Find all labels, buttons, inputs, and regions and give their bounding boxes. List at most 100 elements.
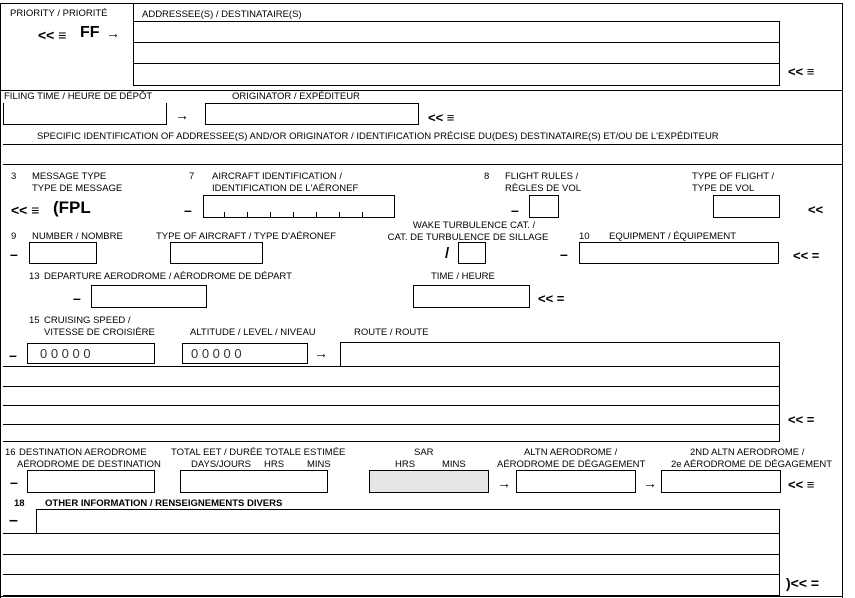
item10-number: 10: [579, 231, 590, 242]
item7-dash: –: [184, 202, 192, 218]
altn-line2: AÉRODROME DE DÉGAGEMENT: [497, 459, 646, 470]
route-field-first[interactable]: [340, 342, 780, 367]
type-of-flight-line2: TYPE DE VOL: [692, 183, 755, 194]
originator-label: ORIGINATOR / EXPÉDITEUR: [232, 91, 360, 102]
addressees-field[interactable]: [133, 21, 780, 86]
addressee-line-1: [134, 42, 779, 43]
altn2nd-line1: 2ND ALTN AERODROME /: [690, 447, 805, 458]
sar-mins: MINS: [442, 459, 466, 470]
level-field[interactable]: 0 0 0 0 0: [182, 343, 308, 364]
item7-line2: IDENTIFICATION DE L'AÉRONEF: [212, 183, 359, 194]
originator-end: << ≡: [428, 110, 455, 125]
number-field[interactable]: [29, 242, 97, 264]
other-info-line-2: [3, 574, 779, 575]
item9-number: 9: [11, 231, 17, 242]
item3-number: 3: [11, 171, 17, 182]
item15-end: << =: [788, 412, 815, 427]
item13-number: 13: [29, 271, 40, 282]
route-line-3: [3, 424, 779, 425]
departure-label: DEPARTURE AERODROME / AÉRODROME DE DÉPAR…: [44, 271, 292, 282]
route-label: ROUTE / ROUTE: [354, 327, 429, 338]
type-of-flight-field[interactable]: [713, 195, 780, 218]
item16-dash: –: [10, 474, 18, 490]
cruising-line2: VITESSE DE CROISIÈRE: [44, 327, 155, 338]
altn2nd-line2: 2e AÉRODROME DE DÉGAGEMENT: [671, 459, 833, 470]
other-info-field-first[interactable]: [36, 509, 780, 534]
type-of-flight-line1: TYPE OF FLIGHT /: [692, 171, 775, 182]
eet-label: TOTAL EET / DURÉE TOTALE ESTIMÉE: [171, 447, 346, 458]
item3-line1: MESSAGE TYPE: [32, 171, 107, 182]
cruising-line1: CRUISING SPEED /: [44, 315, 131, 326]
destination-field[interactable]: [27, 470, 155, 493]
sar-hrs: HRS: [395, 459, 416, 470]
item18-dash: –: [9, 512, 18, 529]
departure-time-field[interactable]: [413, 285, 530, 308]
altitude-label: ALTITUDE / LEVEL / NIVEAU: [190, 327, 316, 338]
item8-number: 8: [484, 171, 490, 182]
other-info-label: OTHER INFORMATION / RENSEIGNEMENTS DIVER…: [45, 498, 283, 509]
priority-prefix: << ≡: [38, 27, 67, 43]
altn2nd-field[interactable]: [661, 470, 781, 493]
addressee-line-2: [134, 63, 779, 64]
item13-dash: –: [73, 290, 81, 306]
eet-field[interactable]: [180, 470, 328, 493]
other-info-field[interactable]: [3, 533, 780, 596]
wake-turbulence-field[interactable]: [458, 242, 486, 264]
eet-mins: MINS: [307, 459, 331, 470]
item7-number: 7: [189, 171, 195, 182]
item3-prefix: << ≡: [11, 202, 40, 218]
route-line-1: [3, 386, 779, 387]
filing-arrow: →: [175, 107, 189, 123]
sar-field: [369, 470, 489, 493]
addressees-end: << ≡: [788, 64, 815, 79]
bottom-border: [0, 596, 843, 597]
priority-value: FF: [80, 24, 100, 41]
item8-end: <<: [808, 202, 824, 217]
equipment-field[interactable]: [579, 242, 779, 264]
item8-dash: –: [511, 202, 519, 218]
right-border: [842, 3, 843, 598]
item3-value: (FPL: [53, 198, 91, 217]
cruising-speed-field[interactable]: 0 0 0 0 0: [27, 343, 155, 364]
altn-field[interactable]: [516, 470, 636, 493]
filing-time-field[interactable]: [3, 103, 167, 125]
wake-slash: /: [445, 245, 450, 262]
specific-id-label: SPECIFIC IDENTIFICATION OF ADDRESSEE(S) …: [37, 131, 719, 142]
equipment-label: EQUIPMENT / ÉQUIPEMENT: [609, 231, 737, 242]
altn2nd-arrow: →: [643, 475, 657, 491]
priority-label: PRIORITY / PRIORITÉ: [10, 8, 108, 19]
eet-hrs: HRS: [264, 459, 285, 470]
item18-number: 18: [14, 498, 25, 509]
priority-arrow: →: [106, 25, 120, 41]
altn-line1: ALTN AERODROME /: [524, 447, 618, 458]
aircraft-type-label: TYPE OF AIRCRAFT / TYPE D'AÉRONEF: [156, 231, 336, 242]
item8-line2: RÈGLES DE VOL: [505, 183, 582, 194]
item7-line1: AIRCRAFT IDENTIFICATION /: [212, 171, 343, 182]
level-value: 0 0 0 0 0: [191, 346, 242, 361]
departure-field[interactable]: [91, 285, 207, 308]
wake-line2: CAT. DE TURBULENCE DE SILLAGE: [387, 232, 549, 243]
time-label: TIME / HEURE: [431, 271, 495, 282]
item15-dash: –: [9, 347, 17, 363]
sar-label: SAR: [414, 447, 434, 458]
route-field[interactable]: [3, 366, 780, 442]
eet-days: DAYS/JOURS: [191, 459, 252, 470]
item16-number: 16: [5, 447, 16, 458]
destination-line2: AÉRODROME DE DESTINATION: [17, 459, 161, 470]
aircraft-type-field[interactable]: [170, 242, 263, 264]
item18-end: )<< =: [786, 575, 820, 591]
aircraft-id-field[interactable]: [203, 195, 395, 218]
item10-end: << =: [793, 248, 820, 263]
item13-end: << =: [538, 291, 565, 306]
item15-arrow: →: [314, 345, 328, 361]
originator-field[interactable]: [205, 103, 419, 125]
flight-rules-field[interactable]: [529, 195, 559, 218]
wake-line1: WAKE TURBULENCE CAT. /: [412, 220, 536, 231]
top-border: [0, 3, 843, 4]
specific-id-field[interactable]: [3, 144, 842, 165]
number-label: NUMBER / NOMBRE: [32, 231, 123, 242]
priority-divider: [133, 3, 134, 21]
item10-dash: –: [560, 246, 568, 262]
addressees-label: ADDRESSEE(S) / DESTINATAIRE(S): [142, 9, 302, 20]
item9-dash: –: [10, 246, 18, 262]
